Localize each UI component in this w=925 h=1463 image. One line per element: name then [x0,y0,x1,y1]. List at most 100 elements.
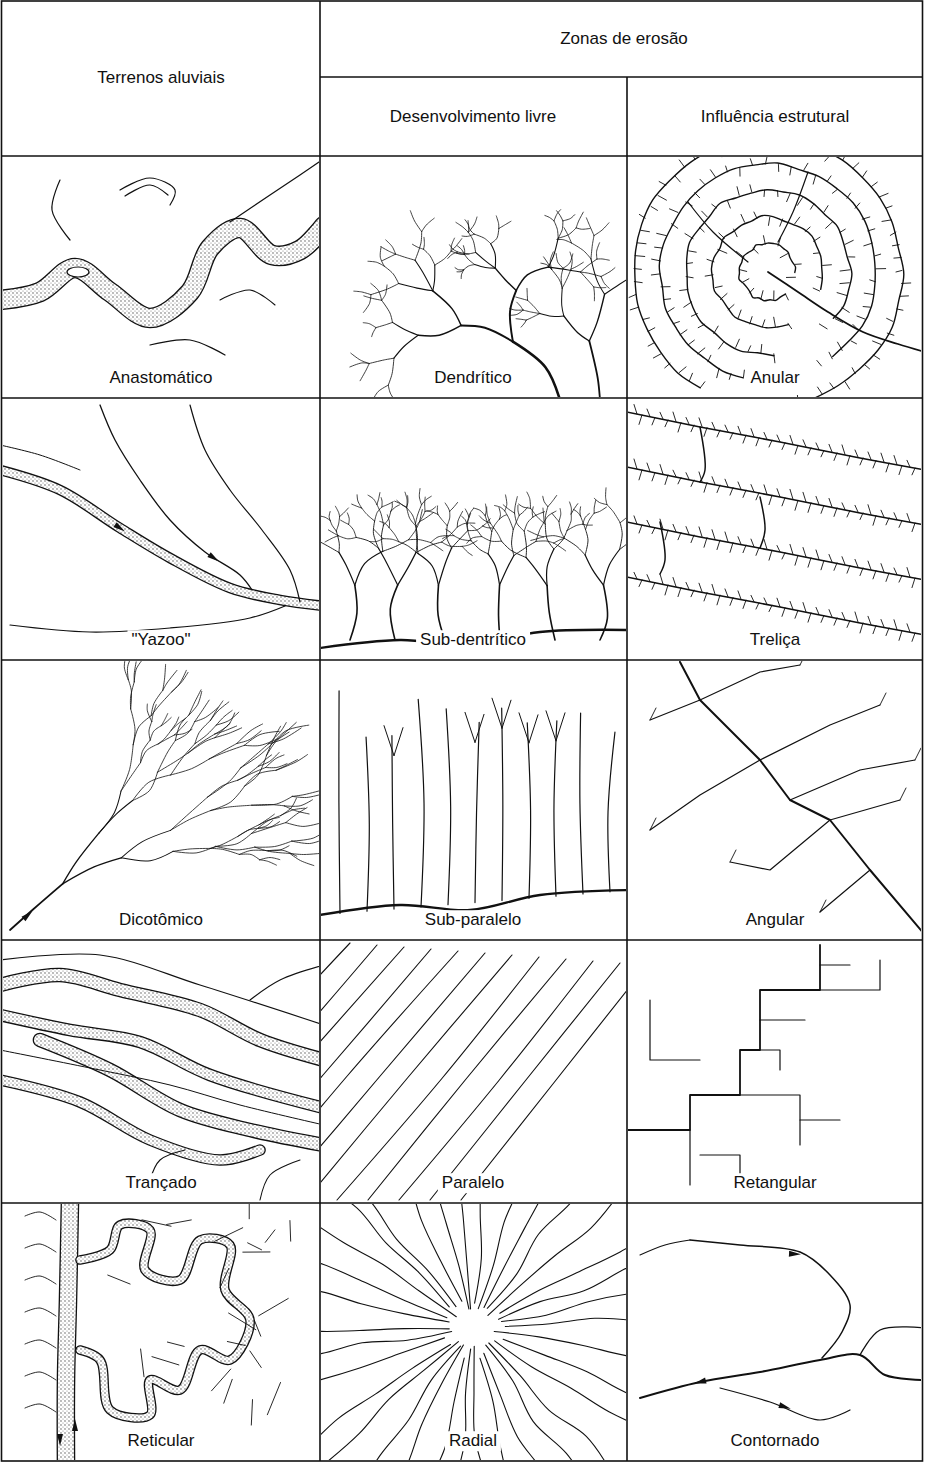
stream-line [25,1340,56,1348]
stream-line [769,495,772,504]
stream-line [659,163,875,378]
stream-line [467,513,471,524]
stream-line [373,385,389,397]
stream-line [255,841,292,847]
stream-line [753,248,758,253]
stream-line [491,229,499,244]
stream-line [778,165,779,172]
stream-line [777,598,780,607]
stream-line [714,326,718,333]
stream-line [462,516,467,524]
stream-line [489,1343,613,1460]
stream-line [780,219,783,226]
stream-line [388,358,394,385]
stream-line [416,542,442,553]
stream-line [886,206,892,208]
stream-line [435,251,451,265]
stream-line [734,229,738,237]
stream-line [915,748,921,760]
stream-line [465,509,469,517]
stream-line [321,1345,451,1451]
stream-line [286,823,319,827]
stream-line [377,493,380,505]
stream-line [524,531,526,557]
stream-line [121,745,133,791]
stream-line [321,1218,456,1317]
stream-line [820,870,870,912]
stream-line [383,539,399,542]
stream-line [554,721,557,896]
stream-line [743,545,746,552]
stream-line [769,550,772,560]
stream-line [483,526,494,528]
flow-arrow [72,1419,78,1431]
stream-line [547,549,554,586]
stream-line [665,585,668,595]
stream-line [899,521,902,528]
stream-line [552,513,559,521]
stream-line [321,955,512,1200]
stream-line [292,790,319,797]
stream-line [678,588,681,597]
stream-line [715,286,722,288]
stream-line [386,240,396,254]
stream-line [720,293,727,299]
stream-line [99,801,133,834]
stream-line [813,175,816,184]
stream-line [817,360,821,365]
stream-line [777,191,778,197]
stream-line [795,610,798,618]
stream-line [751,539,754,547]
stream-line [659,182,666,186]
stream-line [743,435,746,443]
stream-line [591,259,605,294]
stream-line [762,320,764,327]
stream-line [589,294,604,341]
stream-line [461,325,513,341]
stream-line [651,207,657,211]
stream-line [292,830,319,841]
stream-line [777,546,780,552]
stream-line [389,528,399,542]
stream-line [447,511,450,525]
stream-line [516,267,548,290]
stream-line [708,355,711,361]
stream-line [355,551,383,585]
stream-line [790,435,793,444]
stream-line [175,722,194,741]
stream-line [450,502,458,511]
stream-line [527,492,531,508]
pattern-drawing [628,945,880,1190]
stream-line [873,341,881,344]
stream-line [378,548,397,585]
stream-line [760,705,880,760]
stream-line [842,308,849,313]
stream-line [571,504,578,514]
stream-line [786,277,795,278]
stream-line [655,247,663,249]
stream-line [896,270,902,272]
stream-line [519,713,529,743]
stream-line [712,477,715,484]
stream-line [810,204,813,209]
stream-line [150,340,225,355]
stream-line [382,300,393,322]
stream-line [224,1379,232,1403]
stream-line [847,510,850,517]
stream-line [725,479,728,486]
stream-line [25,1212,56,1220]
stream-line [688,202,748,262]
stream-line [816,550,819,559]
stream-line [248,1243,262,1250]
pattern-drawing [3,405,319,632]
stream-line [737,187,739,195]
stream-line [768,272,921,352]
stream-line [894,257,901,259]
stream-line [600,585,608,640]
stream-line [492,519,500,531]
stream-line [652,259,661,261]
stream-line [258,821,279,828]
pattern-name: Sub-dentrítico [416,630,530,650]
